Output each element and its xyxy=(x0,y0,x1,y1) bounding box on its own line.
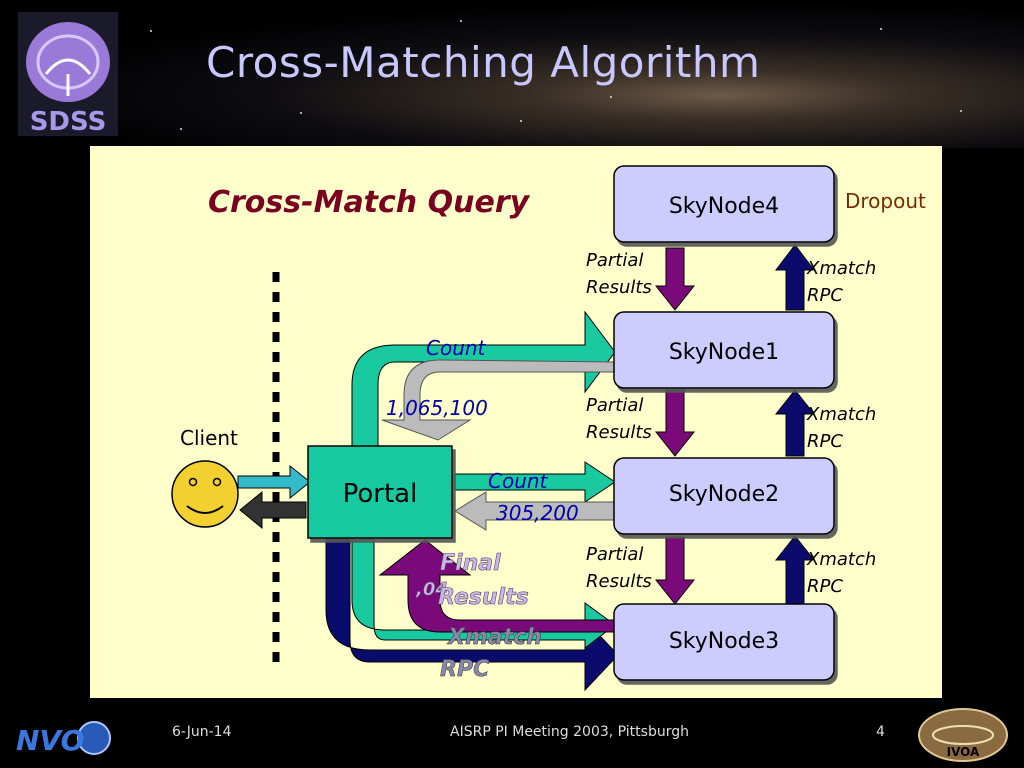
skynode1-label: SkyNode1 xyxy=(669,340,779,365)
footer-event: AISRP PI Meeting 2003, Pittsburgh xyxy=(450,724,689,740)
header-starfield xyxy=(0,0,1024,148)
dropout-label: Dropout xyxy=(845,189,926,213)
client-smiley-icon xyxy=(171,460,239,528)
portal-label: Portal xyxy=(343,479,418,509)
count-value-1: 1,065,100 xyxy=(386,396,488,420)
skynode1-box: SkyNode1 xyxy=(613,311,835,389)
xmatch-arrow-1 xyxy=(774,244,816,311)
xmatch-label-1b: RPC xyxy=(807,285,843,306)
skynode4-label: SkyNode4 xyxy=(669,194,779,219)
skynode4-box: SkyNode4 xyxy=(613,165,835,243)
final-query-band xyxy=(351,529,616,650)
skynode3-label: SkyNode3 xyxy=(669,629,779,654)
skynode3-box: SkyNode3 xyxy=(613,603,835,681)
portal-box: Portal xyxy=(307,445,453,539)
count-label-2: Count xyxy=(488,469,549,493)
final-label-2: Results xyxy=(438,585,529,610)
ivoa-logo: IVOA xyxy=(916,706,1010,764)
skynode2-label: SkyNode2 xyxy=(669,482,779,507)
xmatch-arrow-3 xyxy=(774,535,816,605)
xmatch-label-2b: RPC xyxy=(807,431,843,452)
portal-to-client-arrow xyxy=(239,490,307,530)
partial-results-arrow-3 xyxy=(654,536,696,605)
footer-date: 6-Jun-14 xyxy=(172,724,232,740)
sdss-logo-text: SDSS xyxy=(30,107,107,136)
client-label: Client xyxy=(180,426,238,450)
bottom-xmatch-label-2: RPC xyxy=(440,657,489,682)
ivoa-logo-text: IVOA xyxy=(947,745,980,759)
partial-results-label-1a: Partial xyxy=(586,250,643,271)
final-value: ,04 xyxy=(415,579,448,600)
sdss-logo: SDSS xyxy=(18,12,118,137)
count-result-band xyxy=(381,359,616,441)
skynode2-to-portal-arrow xyxy=(454,491,616,531)
slide-title: Cross-Matching Algorithm xyxy=(206,38,761,87)
portal-to-skynode2-arrow xyxy=(454,461,616,503)
bottom-xmatch-label-1: Xmatch xyxy=(446,625,542,650)
xmatch-label-3a: Xmatch xyxy=(806,549,876,570)
final-label-1: Final xyxy=(440,551,501,576)
nvo-logo: NVO xyxy=(12,716,112,760)
footer-page-number: 4 xyxy=(876,724,885,740)
final-results-band xyxy=(378,539,616,633)
partial-results-label-1b: Results xyxy=(586,277,652,298)
xmatch-label-1a: Xmatch xyxy=(806,258,876,279)
client-to-portal-arrow xyxy=(237,464,311,500)
diagram-heading: Cross-Match Query xyxy=(208,185,531,220)
nvo-logo-text: NVO xyxy=(16,724,84,757)
partial-results-label-3b: Results xyxy=(586,571,652,592)
xmatch-label-3b: RPC xyxy=(807,576,843,597)
count-label-1: Count xyxy=(426,336,487,360)
partial-results-label-3a: Partial xyxy=(586,544,643,565)
count-value-2: 305,200 xyxy=(496,501,579,525)
xmatch-label-2a: Xmatch xyxy=(806,404,876,425)
partial-results-arrow-2 xyxy=(654,389,696,457)
skynode2-box: SkyNode2 xyxy=(613,457,835,535)
partial-results-label-2a: Partial xyxy=(586,395,643,416)
xmatch-arrow-2 xyxy=(774,389,816,457)
partial-results-label-2b: Results xyxy=(586,422,652,443)
partial-results-arrow-1 xyxy=(654,247,696,311)
